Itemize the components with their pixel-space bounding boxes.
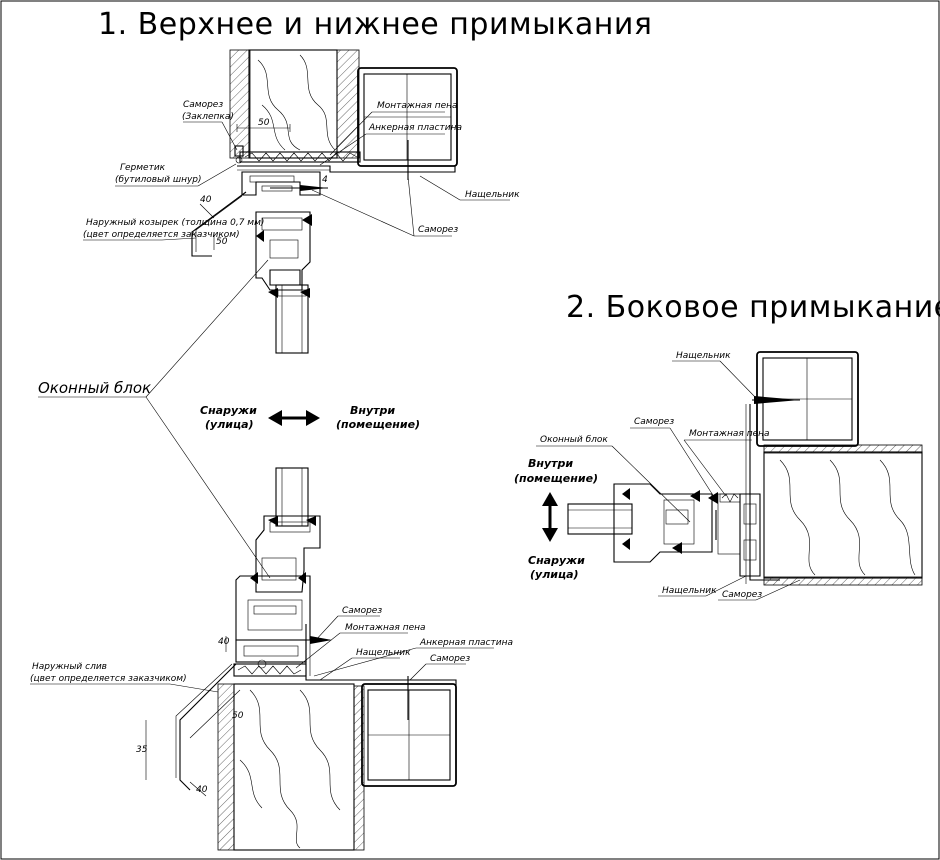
label-montazhnaya-pena-side: Монтажная пена bbox=[689, 429, 770, 439]
double-arrow-vertical bbox=[542, 492, 558, 542]
label-sanorez-zaklepka: Саморез bbox=[183, 100, 223, 110]
label-sanorez-right-top: Саморез bbox=[418, 225, 458, 235]
dimension-bottom-3: 35 bbox=[136, 745, 148, 755]
side-callouts: Нащельник Саморез Монтажная пена Оконный… bbox=[514, 351, 801, 601]
label-outside-center-2: (улица) bbox=[205, 418, 254, 431]
label-sanorez-bottom: Саморез bbox=[342, 606, 382, 616]
bottom-callouts: Саморез Монтажная пена Анкерная пластина… bbox=[30, 606, 513, 693]
dimension-bottom-1: 40 bbox=[218, 637, 230, 647]
label-nashchelnik-side-bottom: Нащельник bbox=[662, 586, 717, 596]
label-inside-center-2: (помещение) bbox=[336, 418, 420, 431]
top-callouts: Саморез (Заклепка) Монтажная пена Анкерн… bbox=[83, 100, 520, 241]
label-nashchelnik-bottom: Нащельник bbox=[356, 648, 411, 658]
double-arrow-horizontal bbox=[268, 410, 320, 426]
dimension-top-2: 40 bbox=[200, 195, 212, 205]
section-title-top-bottom: 1. Верхнее и нижнее примыкания bbox=[98, 7, 652, 42]
dimension-bottom-4: 40 bbox=[196, 785, 208, 795]
label-inside-side-2: (помещение) bbox=[514, 472, 598, 485]
label-okonny-blok-side: Оконный блок bbox=[540, 435, 608, 445]
side-abutment-drawing bbox=[567, 351, 923, 586]
label-montazhnaya-pena-bottom: Монтажная пена bbox=[345, 623, 426, 633]
label-germetik: Герметик bbox=[120, 163, 166, 173]
label-sanorez-zaklepka-2: (Заклепка) bbox=[182, 112, 234, 122]
bottom-abutment-drawing: 40 50 35 40 bbox=[136, 467, 457, 851]
label-outside-side: Снаружи bbox=[528, 554, 585, 567]
dimension-bottom-2: 50 bbox=[232, 711, 244, 721]
label-nashchelnik-top: Нащельник bbox=[465, 190, 520, 200]
label-sanorez-side: Саморез bbox=[634, 417, 674, 427]
label-outside-center: Снаружи bbox=[200, 404, 257, 417]
label-inside-center: Внутри bbox=[350, 404, 395, 417]
label-sliv: Наружный слив bbox=[32, 662, 107, 672]
label-ankernaya-plastina-bottom: Анкерная пластина bbox=[419, 638, 513, 648]
label-sanorez-right-bottom: Саморез bbox=[430, 654, 470, 664]
section-title-side: 2. Боковое примыкание bbox=[566, 290, 940, 325]
top-abutment-drawing: 50 40 50 4 bbox=[191, 49, 458, 354]
label-montazhnaya-pena-top: Монтажная пена bbox=[377, 101, 458, 111]
label-kozyrek: Наружный козырек (толщина 0,7 мм) bbox=[86, 218, 264, 228]
dimension-top-1: 50 bbox=[258, 118, 270, 128]
label-sliv-2: (цвет определяется заказчиком) bbox=[30, 674, 187, 684]
label-okonny-blok-main: Оконный блок bbox=[38, 379, 151, 397]
label-outside-side-2: (улица) bbox=[530, 568, 579, 581]
label-sanorez-side-bottom: Саморез bbox=[722, 590, 762, 600]
label-ankernaya-plastina-top: Анкерная пластина bbox=[368, 123, 462, 133]
label-germetik-2: (бутиловый шнур) bbox=[115, 175, 202, 185]
center-legend: Оконный блок Снаружи (улица) Внутри (пом… bbox=[38, 259, 420, 579]
dimension-top-3: 50 bbox=[216, 237, 228, 247]
dimension-top-4: 4 bbox=[322, 175, 328, 185]
label-nashchelnik-side-top: Нащельник bbox=[676, 351, 731, 361]
label-inside-side: Внутри bbox=[528, 457, 573, 470]
label-kozyrek-2: (цвет определяется заказчиком) bbox=[83, 230, 240, 240]
